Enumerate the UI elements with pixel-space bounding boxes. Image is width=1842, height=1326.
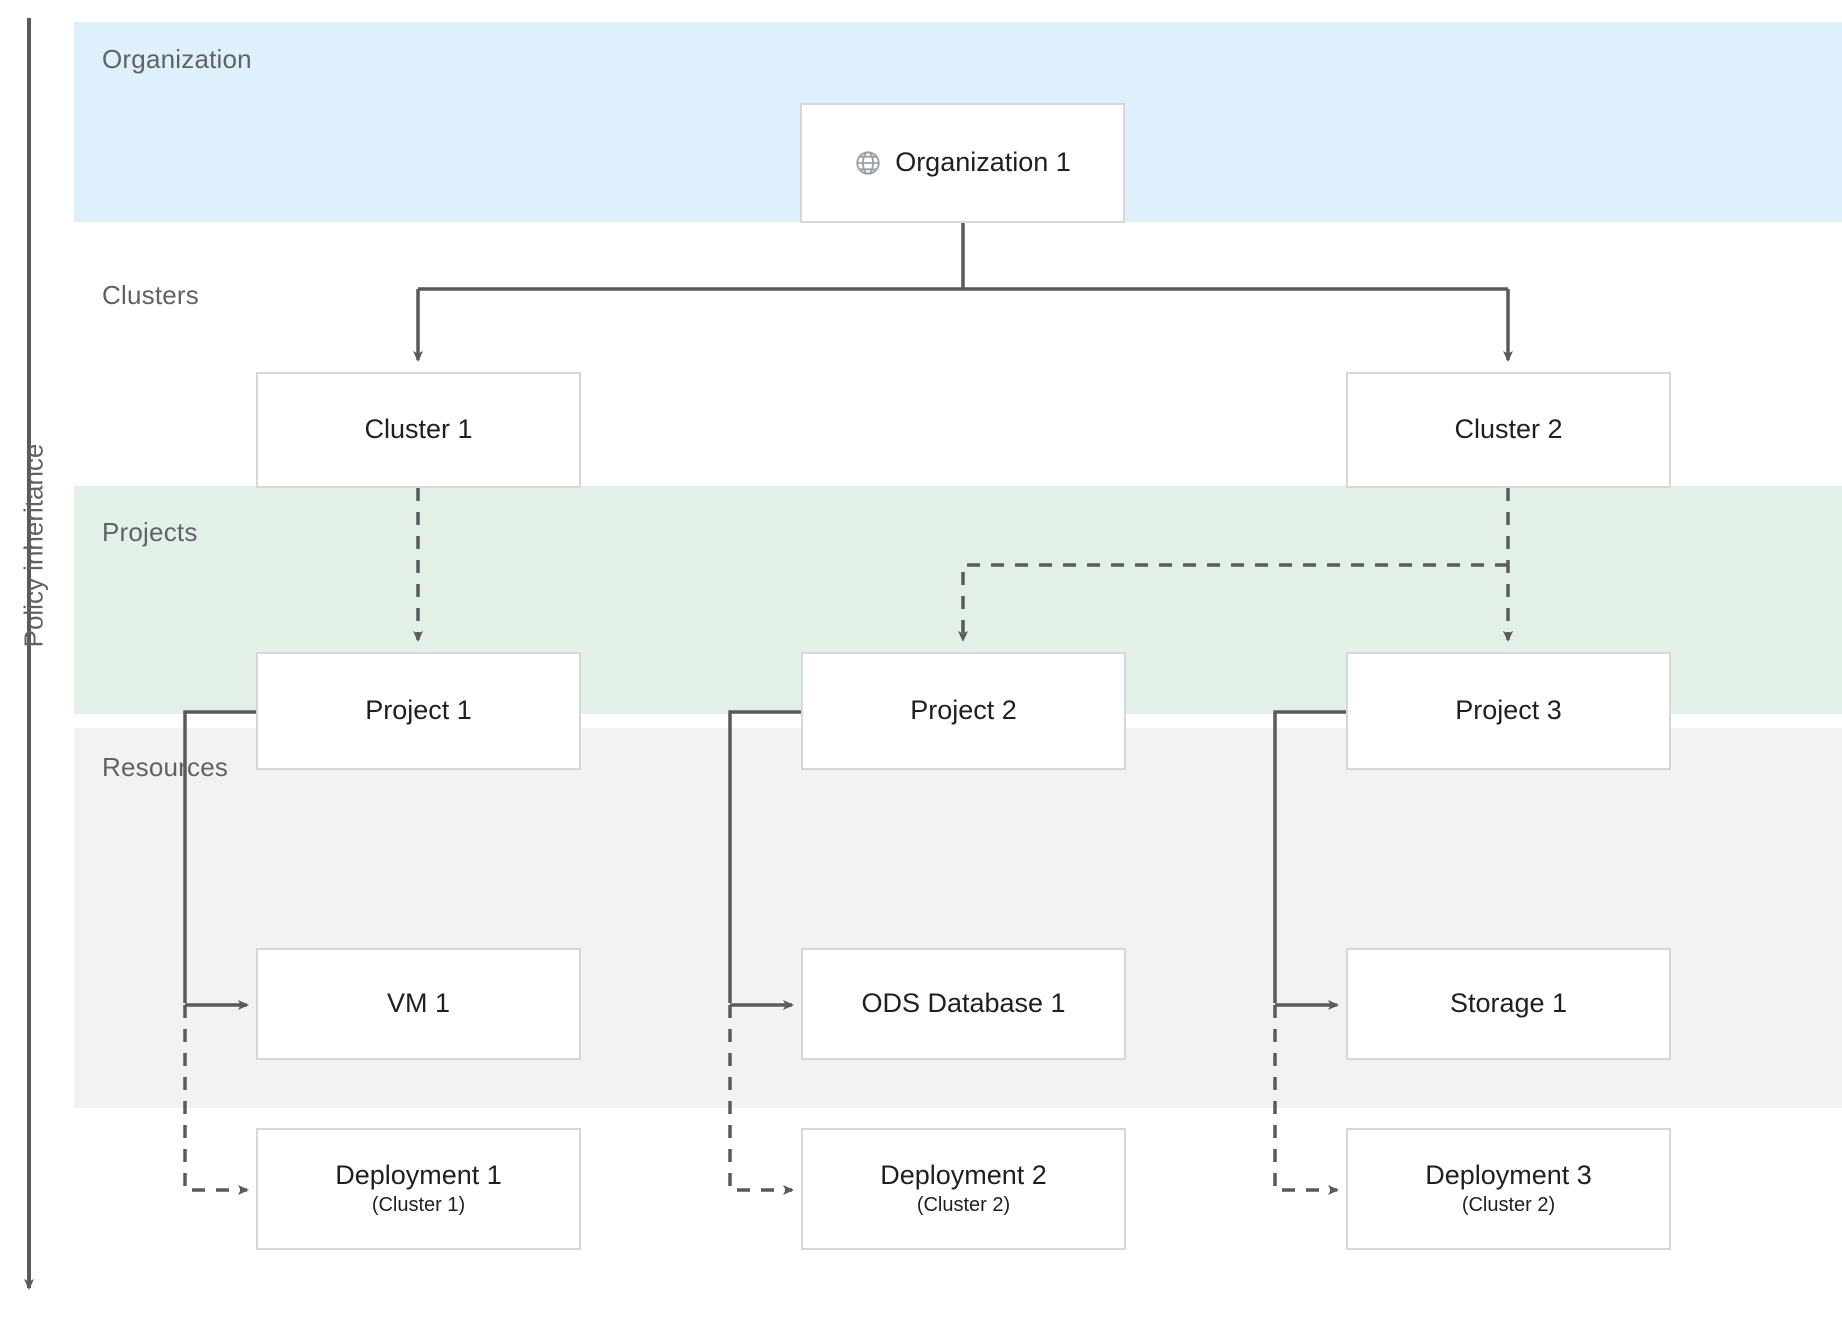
node-project-3[interactable]: Project 3 xyxy=(1346,652,1671,770)
node-label-cluster-1: Cluster 1 xyxy=(364,414,473,445)
node-deployment-1[interactable]: Deployment 1 (Cluster 1) xyxy=(256,1128,581,1250)
node-cluster-2[interactable]: Cluster 2 xyxy=(1346,372,1671,488)
node-ods-database-1[interactable]: ODS Database 1 xyxy=(801,948,1126,1060)
globe-icon xyxy=(854,149,882,177)
node-deployment-2[interactable]: Deployment 2 (Cluster 2) xyxy=(801,1128,1126,1250)
node-label-project-1: Project 1 xyxy=(365,695,472,726)
node-deployment-3[interactable]: Deployment 3 (Cluster 2) xyxy=(1346,1128,1671,1250)
band-label-projects: Projects xyxy=(102,517,198,547)
node-label-ods-database-1: ODS Database 1 xyxy=(861,988,1066,1019)
node-label-storage-1: Storage 1 xyxy=(1449,988,1568,1019)
deployment-3-title-row: Deployment 3 xyxy=(1425,1160,1592,1192)
node-label-project-3: Project 3 xyxy=(1455,695,1562,726)
cluster-1-title-row: Cluster 1 xyxy=(364,414,472,446)
node-sublabel-deployment-2: (Cluster 2) xyxy=(916,1194,1011,1217)
node-label-organization-1: Organization 1 xyxy=(895,147,1071,178)
deployment-2-title-row: Deployment 2 xyxy=(880,1160,1047,1192)
deployment-1-title-row: Deployment 1 xyxy=(335,1160,502,1192)
storage-1-title-row: Storage 1 xyxy=(1450,988,1567,1020)
node-label-deployment-2: Deployment 2 xyxy=(880,1160,1047,1191)
node-vm-1[interactable]: VM 1 xyxy=(256,948,581,1060)
node-sublabel-deployment-3: (Cluster 2) xyxy=(1461,1194,1556,1217)
node-label-cluster-2: Cluster 2 xyxy=(1454,414,1563,445)
node-storage-1[interactable]: Storage 1 xyxy=(1346,948,1671,1060)
ods-database-1-title-row: ODS Database 1 xyxy=(861,988,1065,1020)
node-project-2[interactable]: Project 2 xyxy=(801,652,1126,770)
node-label-vm-1: VM 1 xyxy=(386,988,451,1019)
band-label-clusters: Clusters xyxy=(102,280,199,310)
band-label-resources: Resources xyxy=(102,752,229,782)
node-label-deployment-1: Deployment 1 xyxy=(335,1160,502,1191)
organization-1-title-row: Organization 1 xyxy=(854,147,1071,179)
node-sublabel-deployment-1: (Cluster 1) xyxy=(371,1194,466,1217)
node-label-project-2: Project 2 xyxy=(910,695,1017,726)
band-label-organization: Organization xyxy=(102,44,252,74)
project-1-title-row: Project 1 xyxy=(365,695,472,727)
node-organization-1[interactable]: Organization 1 xyxy=(800,103,1125,223)
project-3-title-row: Project 3 xyxy=(1455,695,1562,727)
cluster-2-title-row: Cluster 2 xyxy=(1454,414,1562,446)
node-cluster-1[interactable]: Cluster 1 xyxy=(256,372,581,488)
policy-inheritance-label: Policy inheritance xyxy=(18,443,49,648)
node-project-1[interactable]: Project 1 xyxy=(256,652,581,770)
project-2-title-row: Project 2 xyxy=(910,695,1017,727)
vm-1-title-row: VM 1 xyxy=(387,988,450,1020)
node-label-deployment-3: Deployment 3 xyxy=(1425,1160,1592,1191)
